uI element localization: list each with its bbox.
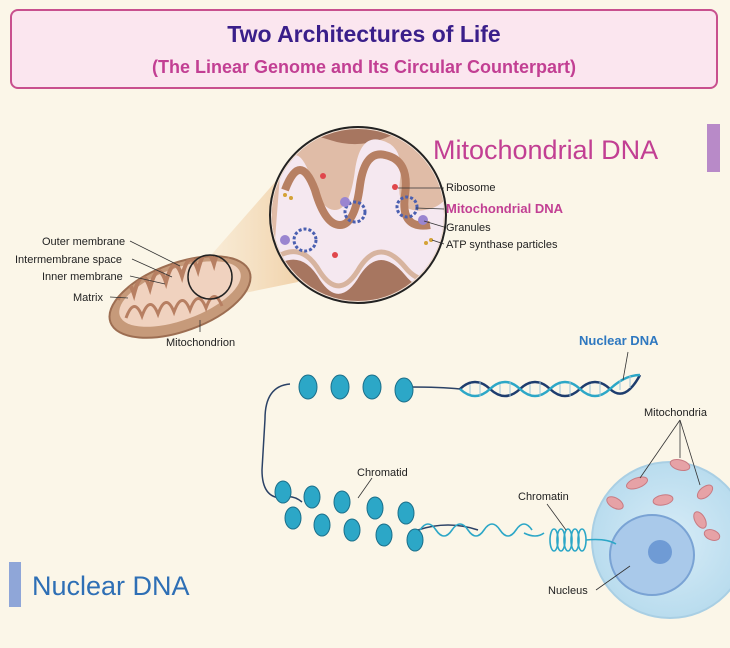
mito-zoom-view — [269, 126, 447, 304]
label-inner-membrane: Inner membrane — [42, 271, 123, 283]
label-atp-synthase: ATP synthase particles — [446, 239, 558, 251]
nuclear-label-lines — [357, 351, 701, 591]
cell — [591, 459, 730, 619]
nuclear-heading-text: Nuclear DNA — [32, 571, 190, 601]
mito-label-lines — [109, 240, 201, 332]
chromatid-beads — [274, 480, 424, 552]
label-intermembrane-space: Intermembrane space — [15, 254, 122, 266]
label-granules: Granules — [446, 222, 491, 234]
label-ribosome: Ribosome — [446, 182, 496, 194]
mitochondrion — [108, 245, 252, 339]
label-mitochondrion: Mitochondrion — [166, 337, 235, 349]
page-title: Two Architectures of Life — [227, 21, 501, 47]
dna-double-helix — [459, 373, 642, 398]
label-nuclear-dna-small: Nuclear DNA — [579, 333, 659, 348]
mito-heading-text: Mitochondrial DNA — [433, 135, 658, 165]
label-outer-membrane: Outer membrane — [42, 236, 125, 248]
mito-zoom-marker — [187, 254, 233, 300]
zoom-label-lines — [398, 187, 445, 245]
mito-accent-bar — [707, 124, 720, 172]
mito-section-heading: Mitochondrial DNA — [433, 124, 720, 172]
label-chromatid: Chromatid — [357, 467, 408, 479]
label-mitochondria: Mitochondria — [644, 407, 708, 419]
dna-linker — [261, 383, 291, 499]
label-matrix: Matrix — [73, 292, 103, 304]
label-mito-dna: Mitochondrial DNA — [446, 201, 564, 216]
page-subtitle: (The Linear Genome and Its Circular Coun… — [151, 57, 577, 77]
label-chromatin: Chromatin — [518, 491, 569, 503]
nuclear-accent-bar — [9, 562, 21, 607]
title-box: Two Architectures of Life (The Linear Ge… — [10, 9, 718, 89]
nucleosomes-top — [298, 374, 414, 403]
nuclear-section-heading: Nuclear DNA — [9, 562, 190, 607]
label-nucleus: Nucleus — [548, 585, 588, 597]
chromatin-coil — [419, 523, 617, 552]
